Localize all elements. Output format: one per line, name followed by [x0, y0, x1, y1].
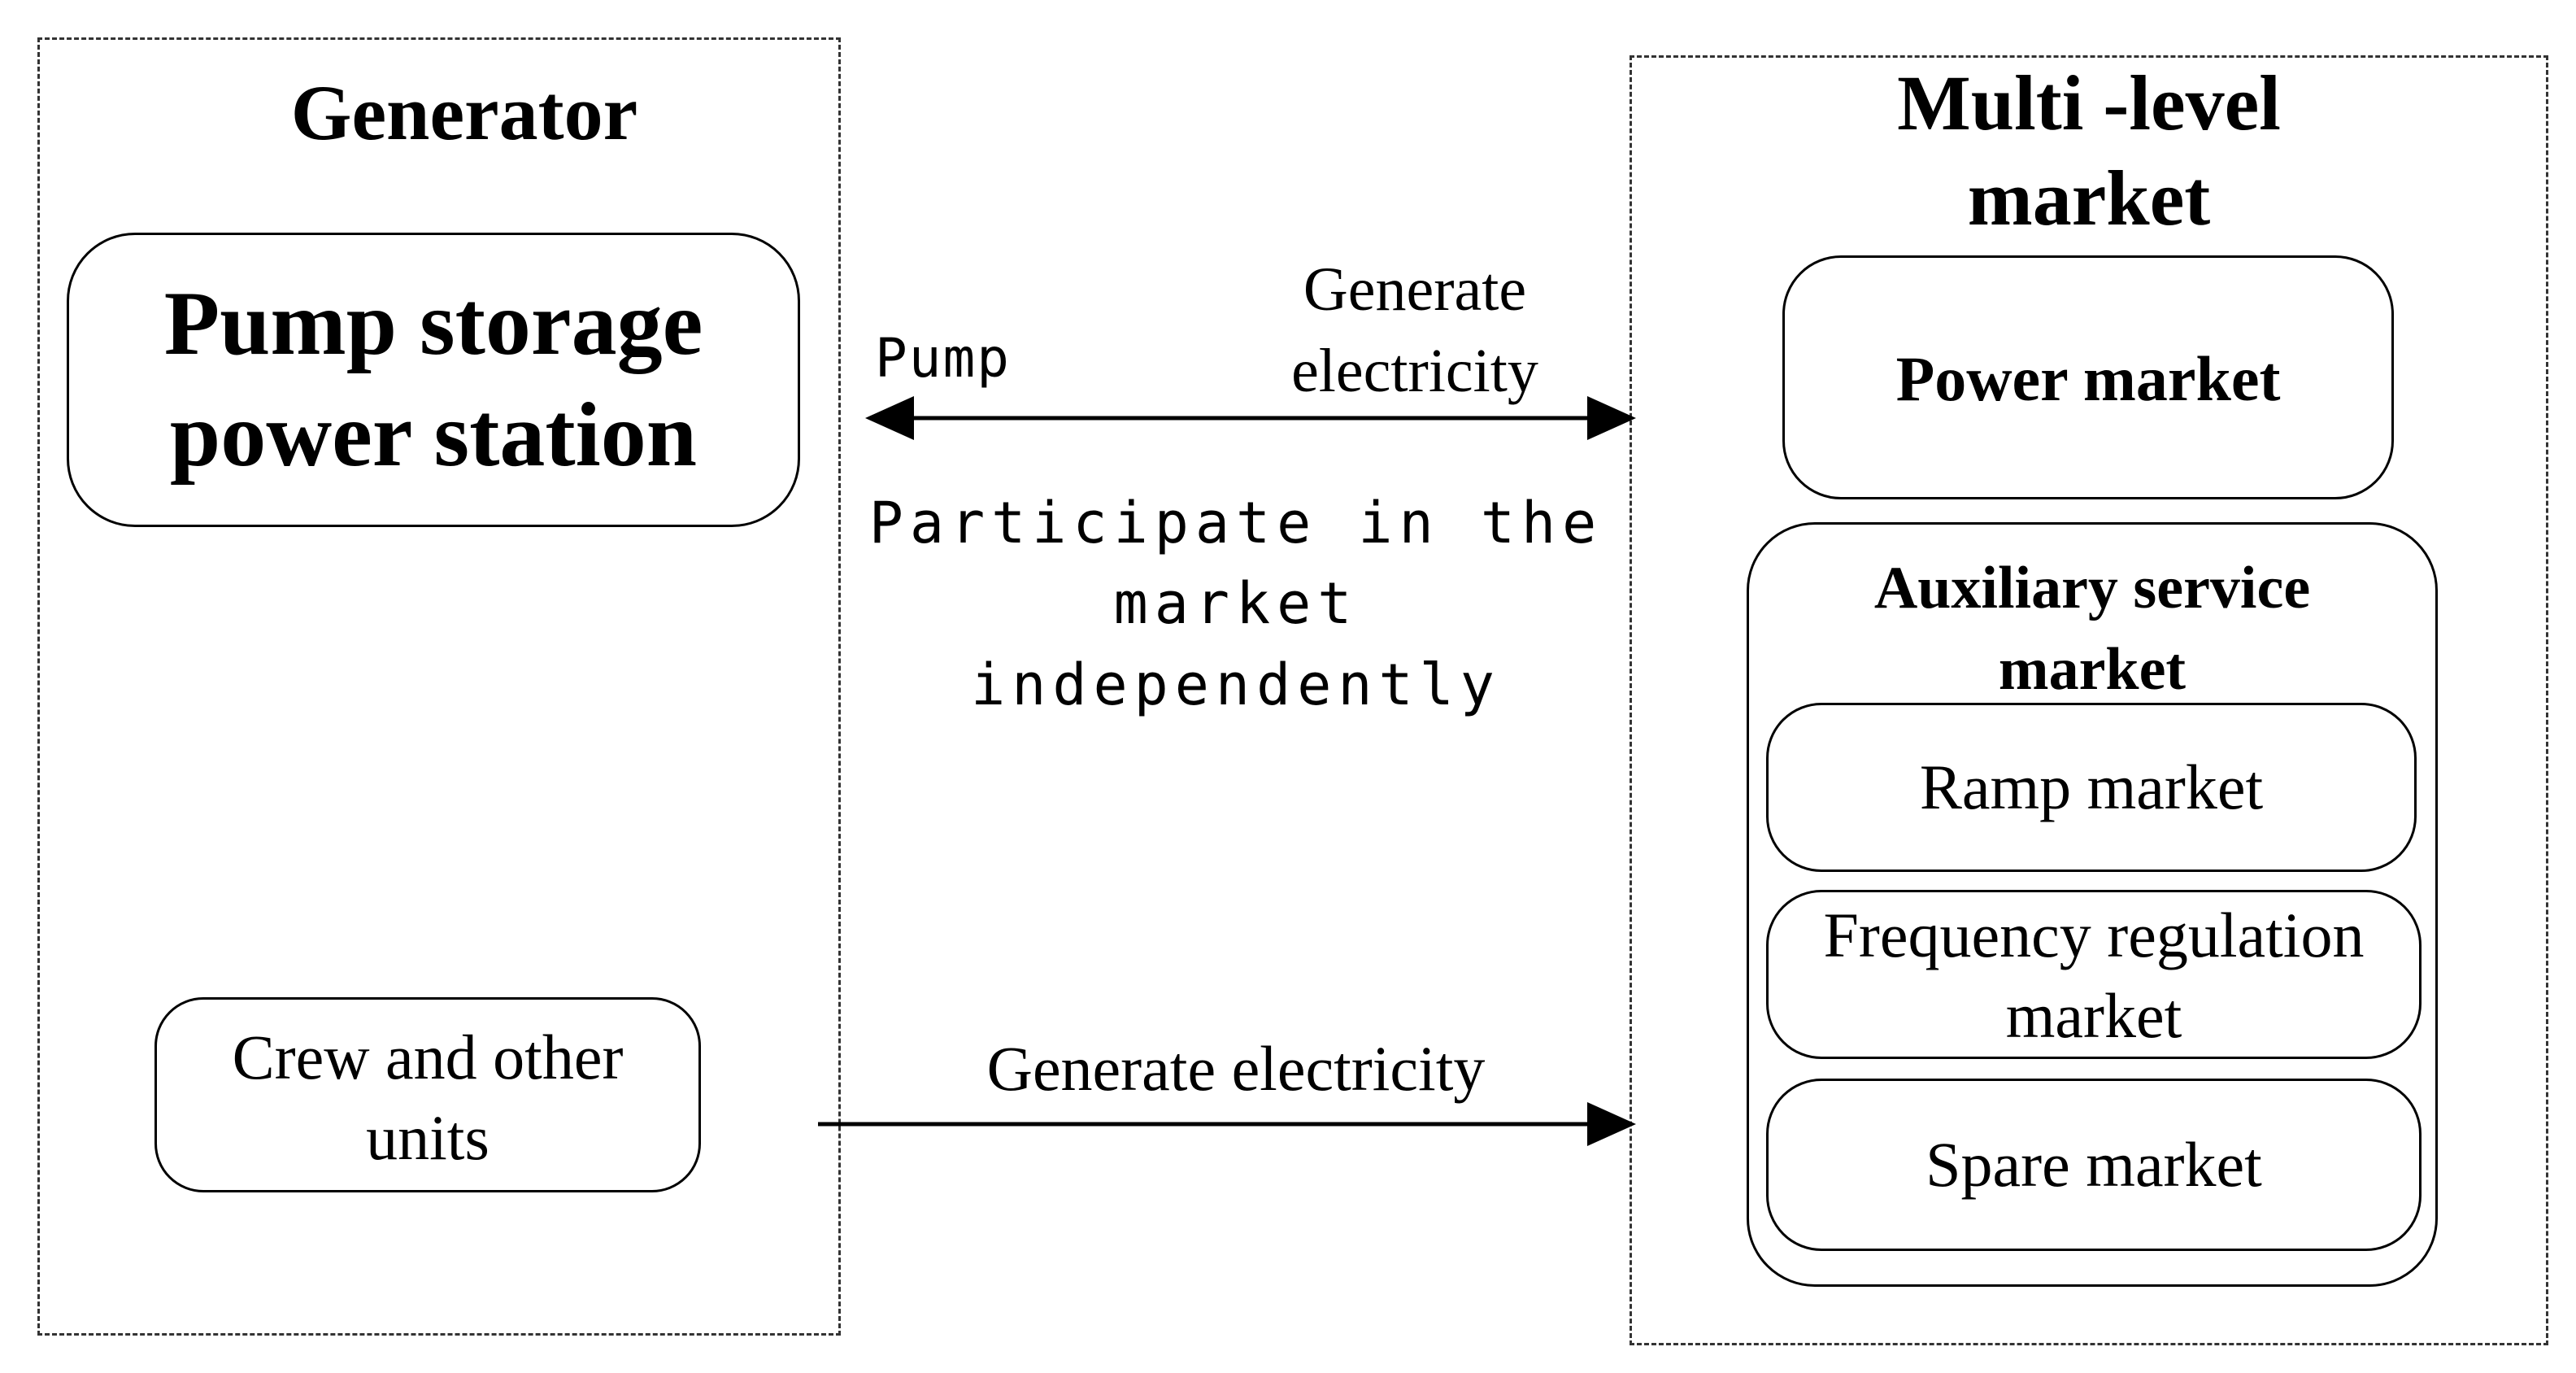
market-title: Multi -level market	[1897, 59, 2281, 242]
frequency-regulation-market-box	[1766, 890, 2422, 1059]
generate-electricity-top-label: Generate electricity	[1291, 255, 1538, 406]
crew-units-label: Crew and other units	[232, 1022, 624, 1174]
market-panel	[1630, 55, 2548, 1345]
frequency-regulation-market-label: Frequency regulation market	[1823, 900, 2365, 1052]
power-market-label: Power market	[1895, 343, 2281, 414]
spare-market-label: Spare market	[1925, 1129, 2262, 1200]
crew-units-box	[154, 997, 701, 1192]
generate-electricity-bottom-label: Generate electricity	[986, 1033, 1486, 1104]
bottom-arrow-right-head	[1587, 1102, 1636, 1146]
participate-market-label: Participate in the market independently	[868, 490, 1603, 718]
top-arrow-left-head	[865, 396, 914, 440]
pump-label: Pump	[875, 327, 1011, 390]
ramp-market-label: Ramp market	[1919, 752, 2264, 822]
spare-market-box	[1766, 1079, 2422, 1251]
top-arrow-right-head	[1587, 396, 1636, 440]
generator-panel	[37, 37, 841, 1336]
power-market-box	[1782, 255, 2394, 499]
generator-title: Generator	[290, 69, 638, 156]
auxiliary-service-market-label: Auxiliary service market	[1873, 555, 2311, 703]
pump-storage-station-label: Pump storage power station	[163, 273, 703, 486]
ramp-market-box	[1766, 703, 2417, 872]
pump-storage-station-box	[67, 233, 800, 527]
